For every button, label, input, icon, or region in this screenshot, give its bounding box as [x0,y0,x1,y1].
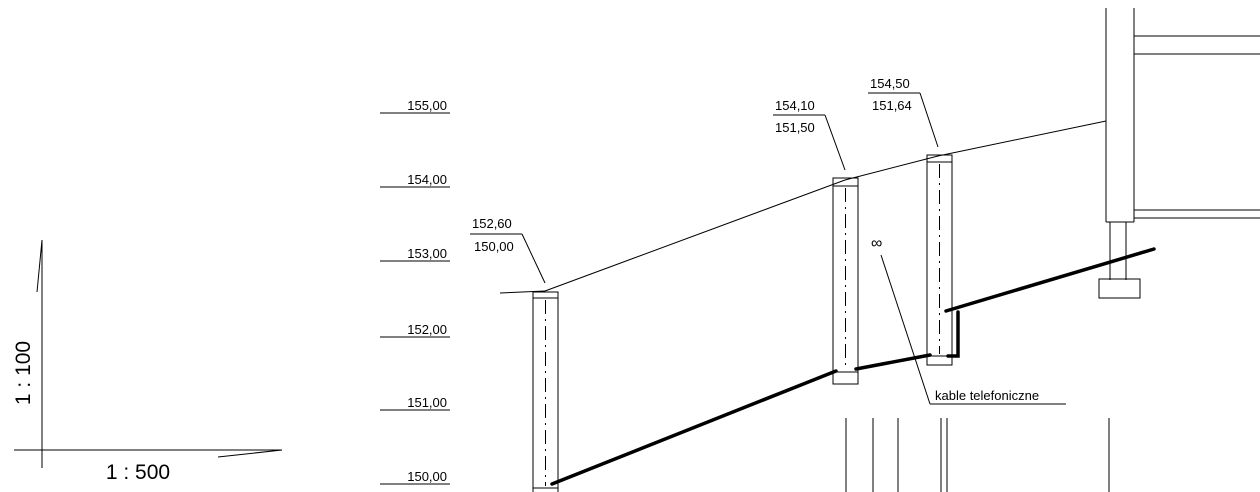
scale-indicator: 1 : 100 1 : 500 [12,239,283,484]
terrain-line [499,120,1107,294]
elevation-label: 154,00 [407,172,447,187]
manhole-3-elevation-callout: 154,50 151,64 [868,76,939,148]
horizontal-scale-label: 1 : 500 [106,461,170,484]
crossing-label: kable telefoniczne [935,388,1039,403]
building-outline [1098,8,1260,299]
elevation-label: 150,00 [407,469,447,484]
manhole-3-top-elevation: 154,50 [870,76,910,91]
manhole-2-elevation-callout: 154,10 151,50 [773,98,846,171]
manhole-1-bottom-elevation: 150,00 [474,239,514,254]
crossing-symbol: ∞ [871,235,882,252]
sewer-pipe [550,247,1156,486]
elevation-label: 151,00 [407,395,447,410]
lower-reference-lines [845,418,1110,492]
manhole-2 [832,177,859,385]
vertical-scale-label: 1 : 100 [12,341,35,405]
elevation-scale: 155,00 154,00 153,00 152,00 151,00 150,0… [380,98,450,485]
elevation-label: 153,00 [407,246,447,261]
manhole-2-top-elevation: 154,10 [775,98,815,113]
manhole-1-elevation-callout: 152,60 150,00 [470,216,546,284]
manhole-1 [532,291,559,492]
manhole-2-bottom-elevation: 151,50 [775,120,815,135]
cable-crossing: ∞ kable telefoniczne [871,235,1066,405]
elevation-label: 155,00 [407,98,447,113]
manhole-3 [926,154,953,366]
elevation-label: 152,00 [407,322,447,337]
manhole-3-bottom-elevation: 151,64 [872,98,912,113]
manhole-1-top-elevation: 152,60 [472,216,512,231]
